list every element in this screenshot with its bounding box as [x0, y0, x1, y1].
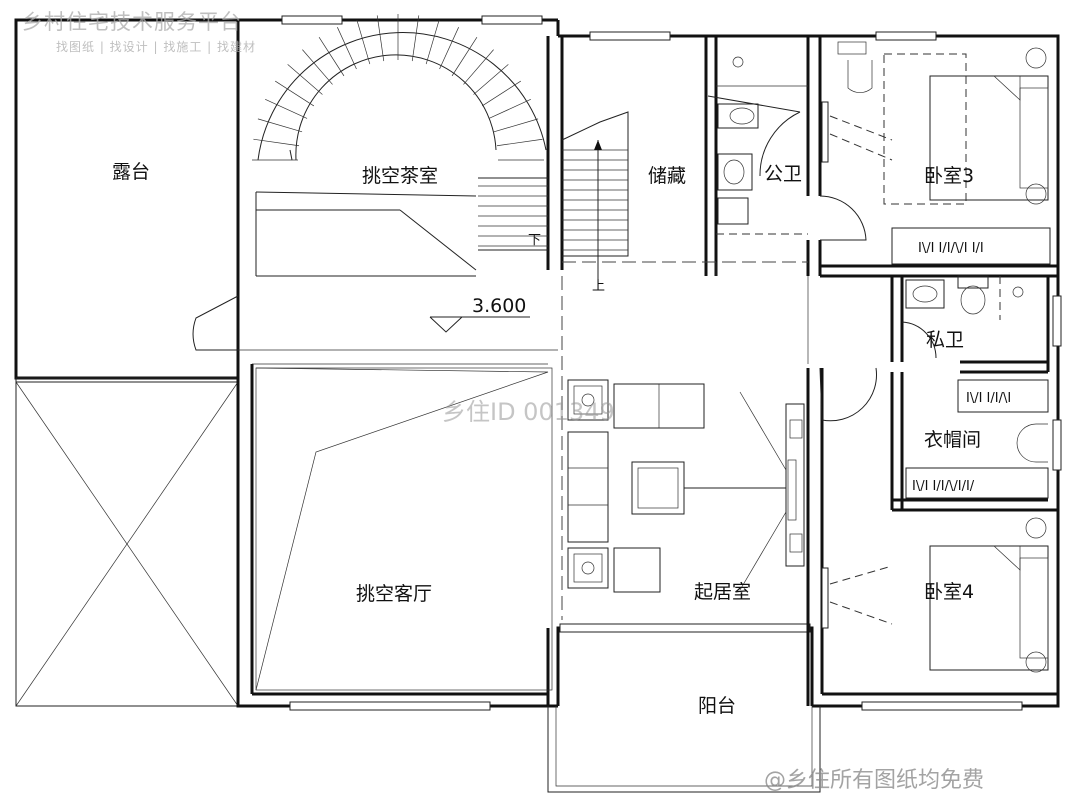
cloakroom-label: 衣帽间 [924, 429, 981, 451]
elevation-label: 3.600 [472, 295, 526, 317]
bedroom4-label: 卧室4 [924, 581, 974, 603]
cloakroom-furniture: I\/I I/I/\I I\/I I/I/\/I/I/ [905, 379, 1049, 499]
stair-tread [337, 27, 357, 70]
stair-tread [488, 99, 531, 119]
platform-brand: 乡村住宅技术服务平台 [22, 10, 242, 34]
void-living-label: 挑空客厅 [356, 583, 432, 605]
elevation-marker [429, 316, 530, 333]
stair-tread [411, 15, 420, 62]
public-wc-fixtures [716, 56, 808, 235]
stair-tread [356, 19, 371, 65]
stair-tread [376, 15, 385, 62]
balcony-label: 阳台 [698, 695, 736, 717]
platform-watermark: 乡村住宅技术服务平台 找图纸 | 找设计 | 找施工 | 找建材 [22, 6, 256, 55]
family-room-label: 起居室 [694, 581, 751, 603]
cloak-hangers-bottom: I\/I I/I/\/I/I/ [912, 479, 975, 494]
stair-tread [425, 19, 440, 65]
interior-walls [236, 36, 1058, 706]
terrace-area [14, 18, 240, 707]
void-living-room [255, 367, 553, 691]
bedroom3-label: 卧室3 [924, 165, 974, 187]
stair-tread [463, 49, 494, 85]
stair-tread [274, 80, 315, 107]
cloak-hangers-top: I\/I I/I/\I [966, 391, 1011, 406]
stair-tread [302, 49, 333, 85]
balcony [547, 706, 821, 793]
tea-room-label: 挑空茶室 [362, 165, 438, 187]
stair-tread [287, 64, 323, 95]
private-wc-label: 私卫 [926, 329, 964, 351]
straight-staircase [561, 111, 629, 290]
stair-tread [318, 36, 345, 77]
sofa-set [567, 379, 805, 593]
stair-tread [451, 36, 478, 77]
stair-tread [257, 118, 303, 133]
footer-watermark: @乡住所有图纸均免费 [764, 768, 985, 793]
stair-tread [439, 27, 459, 70]
stair-tread [253, 138, 300, 147]
windows [281, 15, 1062, 711]
id-watermark: 乡住ID 001349 [442, 398, 615, 426]
platform-tags: 找图纸 | 找设计 | 找施工 | 找建材 [56, 40, 257, 54]
stair-tread [265, 99, 308, 119]
stair-tread [481, 80, 522, 107]
stair-tread [473, 64, 509, 95]
doors [192, 95, 937, 422]
bedroom3-furniture: I\/I I/I/\/I I/I [821, 41, 1051, 265]
stair-tread [496, 138, 543, 147]
stair-tread [493, 118, 539, 133]
terrace-label: 露台 [112, 161, 150, 183]
public-wc-label: 公卫 [764, 163, 802, 185]
private-wc-fixtures [905, 275, 1024, 320]
wardrobe3-hangers: I\/I I/I/\/I I/I [918, 241, 984, 256]
spiral-staircase [252, 14, 548, 277]
bedroom4-furniture [821, 517, 1049, 673]
stair-up-label: 上 [592, 279, 605, 294]
storage-label: 储藏 [648, 165, 686, 187]
stair-down-label: 下 [528, 233, 541, 248]
